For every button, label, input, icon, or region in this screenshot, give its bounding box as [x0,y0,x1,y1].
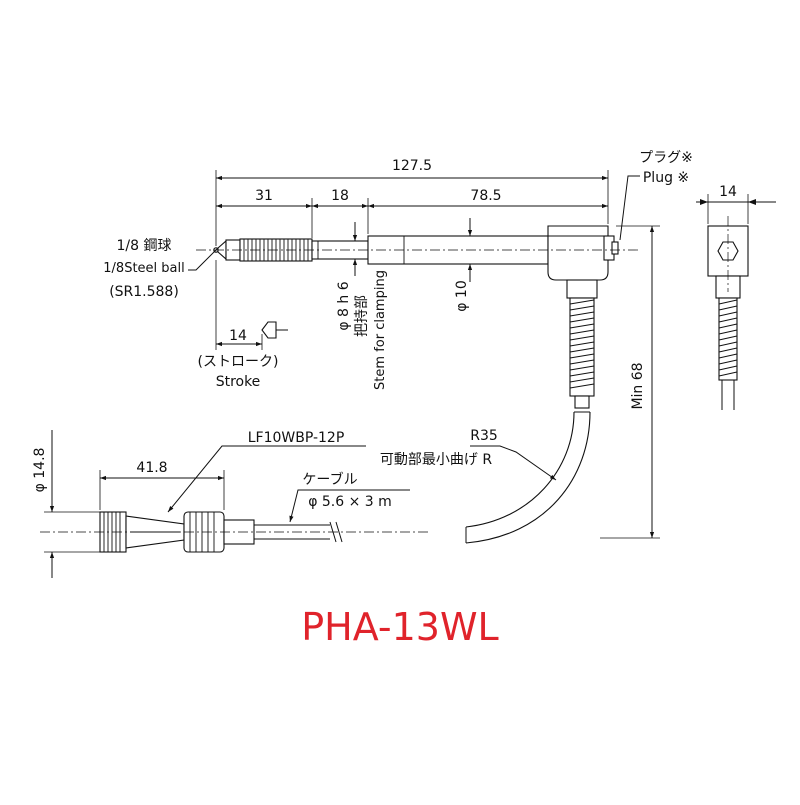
overall-length-label: 127.5 [392,158,432,174]
dimension-labels: 127.5 31 18 78.5 14 14 φ 8 h 6 φ 10 φ 14… [32,150,737,510]
model-title: PHA-13WL [301,605,498,649]
stroke-label-jp: (ストローク) [198,354,279,370]
plug-label-jp: プラグ※ [639,150,693,166]
stem-length-label: 18 [331,188,349,204]
body-dia-label: φ 10 [454,280,470,312]
clamp-label-jp: 把持部 [354,295,370,337]
probe-side-view [707,216,749,410]
stem-dia-label: φ 8 h 6 [336,281,352,330]
tip-length-label: 31 [255,188,273,204]
connector-length-label: 41.8 [136,460,167,476]
bend-note-label: 可動部最小曲げ R [380,452,492,468]
body-length-label: 78.5 [470,188,501,204]
connector-dia-label: φ 14.8 [32,448,48,493]
ball-sr-label: (SR1.588) [109,284,179,300]
stroke-label: 14 [229,328,247,344]
stroke-label-en: Stroke [216,374,261,390]
clamp-label-en: Stem for clamping [373,270,388,390]
cable-spec-label: φ 5.6 × 3 m [308,494,392,510]
plug-label-en: Plug ※ [643,170,689,186]
ball-label-en: 1/8Steel ball [103,261,184,276]
connector-assembly [40,511,430,553]
cable-bend [465,411,591,544]
cable-label-jp: ケーブル [302,471,357,488]
dimension-lines [49,170,776,578]
bend-radius-label: R35 [470,428,498,444]
min-length-label: Min 68 [630,362,646,409]
probe-body [196,225,640,409]
plug-width-label: 14 [719,184,737,200]
ball-label-jp: 1/8 鋼球 [117,238,172,254]
connector-model-label: LF10WBP-12P [248,430,345,446]
